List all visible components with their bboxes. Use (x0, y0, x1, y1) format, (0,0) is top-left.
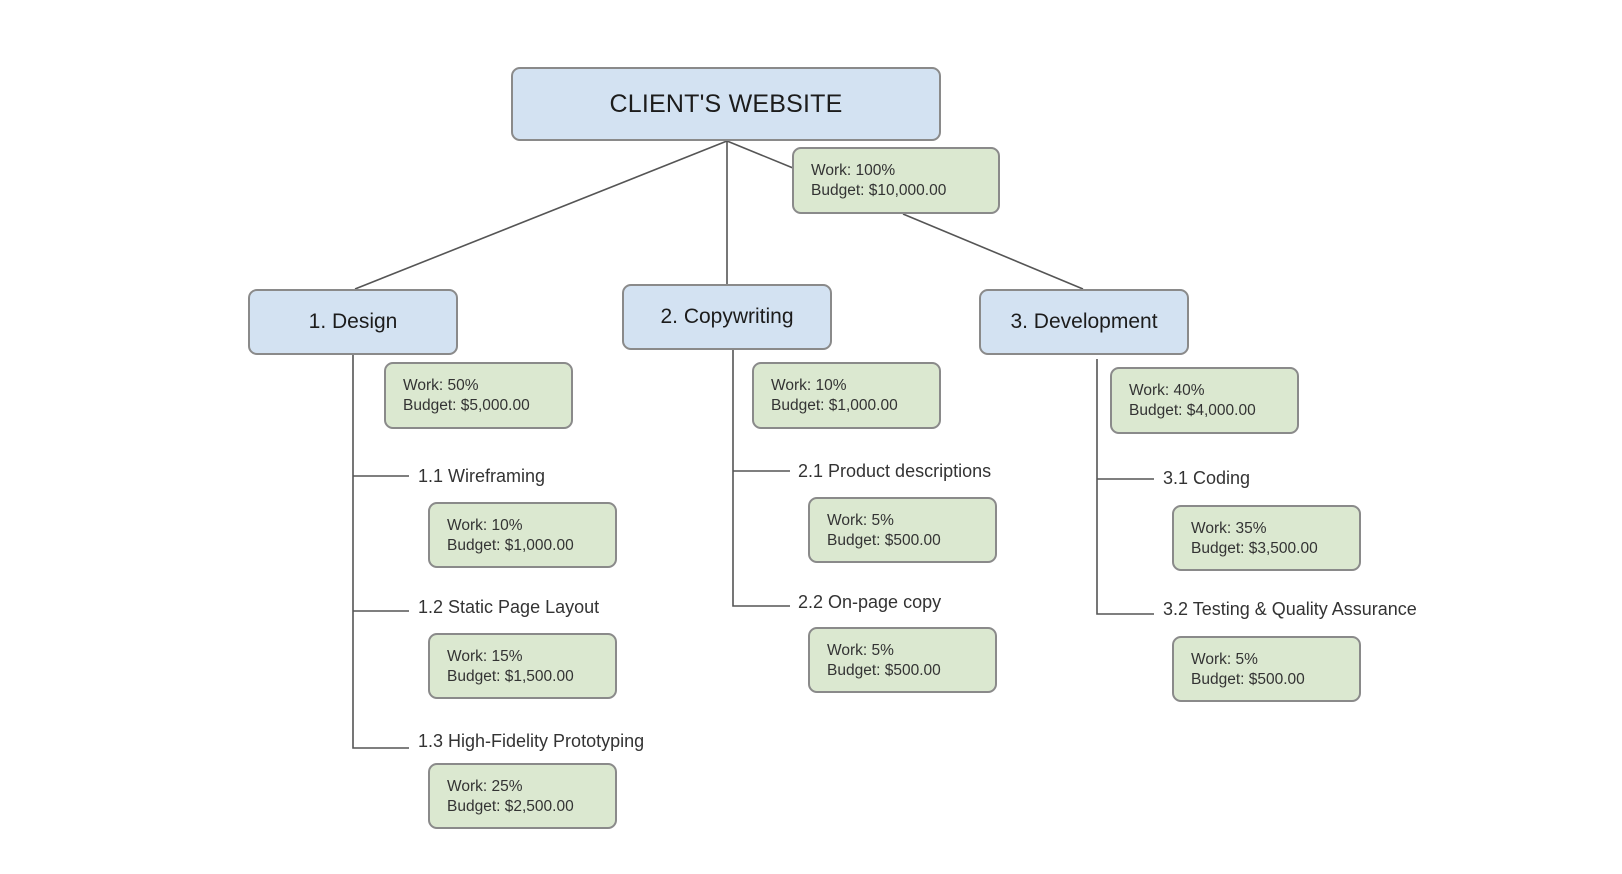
work-value: Work: 50% (403, 377, 479, 394)
task-label-1-1: 1.1 Wireframing (418, 466, 546, 486)
connector-root-summary (726, 140, 794, 169)
task-label-2-1: 2.1 Product descriptions (798, 461, 992, 481)
task-label-1-3: 1.3 High-Fidelity Prototyping (418, 731, 645, 751)
root-budget: Budget: $10,000.00 (811, 182, 947, 199)
branch-title-design: 1. Design (308, 310, 398, 333)
work-value: Work: 35% (1191, 520, 1267, 537)
budget-value: Budget: $5,000.00 (403, 397, 530, 414)
root-title: CLIENT'S WEBSITE (609, 89, 843, 118)
task-summary-1-3: Work: 25% Budget: $2,500.00 (428, 763, 617, 829)
budget-value: Budget: $500.00 (827, 532, 941, 549)
work-value: Work: 40% (1129, 382, 1205, 399)
connector-development-spine (1096, 359, 1154, 615)
branch-node-design: 1. Design (248, 289, 458, 355)
task-label-2-2: 2.2 On-page copy (798, 592, 942, 612)
work-value: Work: 15% (447, 648, 523, 665)
branch-summary-copywriting: Work: 10% Budget: $1,000.00 (752, 362, 941, 429)
budget-value: Budget: $1,000.00 (771, 397, 898, 414)
work-value: Work: 10% (771, 377, 847, 394)
work-value: Work: 5% (1191, 651, 1258, 668)
connector-summary-development (902, 213, 1084, 290)
task-summary-2-2: Work: 5% Budget: $500.00 (808, 627, 997, 693)
budget-value: Budget: $1,500.00 (447, 668, 574, 685)
branch-node-development: 3. Development (979, 289, 1189, 355)
task-summary-2-1: Work: 5% Budget: $500.00 (808, 497, 997, 563)
root-summary-box: Work: 100% Budget: $10,000.00 (792, 147, 1000, 214)
root-work: Work: 100% (811, 162, 896, 179)
connector-root-design (354, 140, 728, 290)
connector-copywriting-spine (732, 350, 790, 607)
root-node: CLIENT'S WEBSITE (511, 67, 941, 141)
task-summary-3-1: Work: 35% Budget: $3,500.00 (1172, 505, 1361, 571)
task-summary-1-2: Work: 15% Budget: $1,500.00 (428, 633, 617, 699)
budget-value: Budget: $500.00 (1191, 671, 1305, 688)
branch-summary-development: Work: 40% Budget: $4,000.00 (1110, 367, 1299, 434)
work-value: Work: 5% (827, 512, 894, 529)
budget-value: Budget: $3,500.00 (1191, 540, 1318, 557)
budget-value: Budget: $1,000.00 (447, 537, 574, 554)
budget-value: Budget: $2,500.00 (447, 798, 574, 815)
task-label-3-2: 3.2 Testing & Quality Assurance (1163, 599, 1417, 619)
task-label-1-2: 1.2 Static Page Layout (418, 597, 600, 617)
branch-node-copywriting: 2. Copywriting (622, 284, 832, 350)
branch-title-development: 3. Development (1010, 310, 1158, 333)
connector-design-spine (352, 355, 409, 749)
work-value: Work: 10% (447, 517, 523, 534)
budget-value: Budget: $500.00 (827, 662, 941, 679)
task-label-3-1: 3.1 Coding (1163, 468, 1251, 488)
budget-value: Budget: $4,000.00 (1129, 402, 1256, 419)
task-summary-3-2: Work: 5% Budget: $500.00 (1172, 636, 1361, 702)
task-summary-1-1: Work: 10% Budget: $1,000.00 (428, 502, 617, 568)
branch-summary-design: Work: 50% Budget: $5,000.00 (384, 362, 573, 429)
branch-title-copywriting: 2. Copywriting (660, 305, 794, 328)
work-value: Work: 25% (447, 778, 523, 795)
work-value: Work: 5% (827, 642, 894, 659)
